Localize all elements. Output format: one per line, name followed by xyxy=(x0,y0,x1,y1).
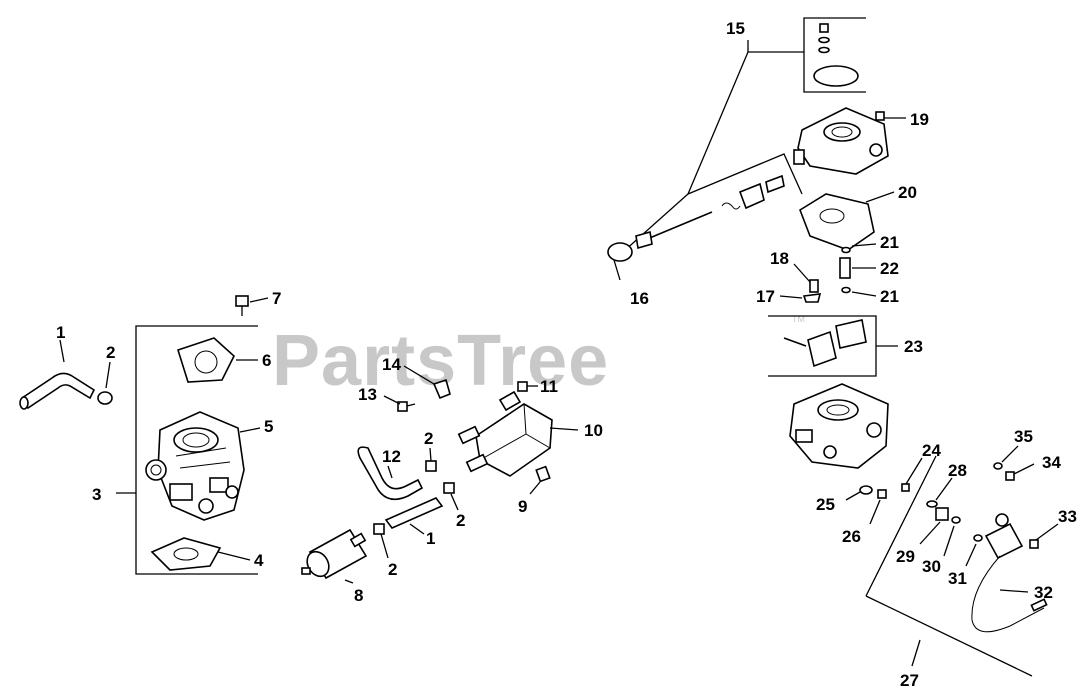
callout-26: 26 xyxy=(842,527,861,546)
callout-2-pump: 2 xyxy=(424,429,433,448)
callout-23: 23 xyxy=(904,337,923,356)
nozzle-part[interactable] xyxy=(839,257,851,279)
callout-21-bottom: 21 xyxy=(880,287,899,306)
callout-2: 2 xyxy=(106,343,115,362)
watermark-trademark: TM xyxy=(792,314,805,324)
callout-17: 17 xyxy=(756,287,775,306)
callout-31: 31 xyxy=(948,569,967,588)
fuel-filter-part[interactable] xyxy=(301,528,368,580)
callout-25: 25 xyxy=(816,495,835,514)
callout-1-mid: 1 xyxy=(426,529,435,548)
callout-18: 18 xyxy=(770,249,789,268)
upper-carburetor-body[interactable] xyxy=(793,107,889,175)
elbow-part[interactable] xyxy=(535,465,551,483)
callout-32: 32 xyxy=(1034,583,1053,602)
o-ring-part[interactable] xyxy=(841,286,851,294)
callout-2-hose: 2 xyxy=(456,511,465,530)
solenoid-part[interactable] xyxy=(971,513,1048,633)
bushing-part[interactable] xyxy=(607,242,633,262)
callout-20: 20 xyxy=(898,183,917,202)
fuel-pump-assembly[interactable] xyxy=(301,365,579,584)
base-gasket-part[interactable] xyxy=(150,537,222,571)
callout-29: 29 xyxy=(896,547,915,566)
callout-30: 30 xyxy=(922,557,941,576)
callout-16: 16 xyxy=(630,289,649,308)
callout-12: 12 xyxy=(382,447,401,466)
lower-carburetor-body[interactable] xyxy=(789,383,889,469)
callout-6: 6 xyxy=(262,351,271,370)
callout-34: 34 xyxy=(1042,453,1061,472)
callout-15: 15 xyxy=(726,19,745,38)
gasket-part[interactable] xyxy=(177,337,235,383)
callout-8: 8 xyxy=(354,586,363,605)
callout-3: 3 xyxy=(92,485,101,504)
callout-24: 24 xyxy=(922,441,941,460)
callout-13: 13 xyxy=(358,385,377,404)
callout-35: 35 xyxy=(1014,427,1033,446)
callout-1: 1 xyxy=(56,323,65,342)
hose-part[interactable] xyxy=(20,372,96,410)
callout-9: 9 xyxy=(518,497,527,516)
cover-plate-part[interactable] xyxy=(813,65,859,87)
screw-part[interactable] xyxy=(235,295,249,307)
callout-2-filter: 2 xyxy=(388,560,397,579)
callout-33: 33 xyxy=(1058,507,1077,526)
callout-10: 10 xyxy=(584,421,603,440)
clamp-part[interactable] xyxy=(97,391,113,405)
callout-22: 22 xyxy=(880,259,899,278)
callout-14: 14 xyxy=(382,355,401,374)
clip-part[interactable] xyxy=(432,378,451,400)
carburetor-assembly-right[interactable] xyxy=(607,17,1059,677)
carburetor-body[interactable] xyxy=(145,411,245,521)
callout-28: 28 xyxy=(948,461,967,480)
callout-19: 19 xyxy=(910,110,929,129)
callout-7: 7 xyxy=(272,289,281,308)
fuel-line-part[interactable] xyxy=(357,446,424,501)
clamp-part[interactable] xyxy=(443,482,455,494)
float-part[interactable] xyxy=(783,319,867,368)
o-ring-part[interactable] xyxy=(841,246,851,254)
carburetor-assembly-left[interactable] xyxy=(19,295,269,575)
hose-part[interactable] xyxy=(384,497,444,529)
callout-11: 11 xyxy=(540,377,558,396)
clamp-part[interactable] xyxy=(425,460,437,472)
callout-27: 27 xyxy=(900,671,919,690)
callout-5: 5 xyxy=(264,417,273,436)
fuel-pump-part[interactable] xyxy=(457,390,553,477)
callout-4: 4 xyxy=(254,551,264,570)
callout-21-top: 21 xyxy=(880,233,899,252)
clamp-part[interactable] xyxy=(373,523,385,535)
